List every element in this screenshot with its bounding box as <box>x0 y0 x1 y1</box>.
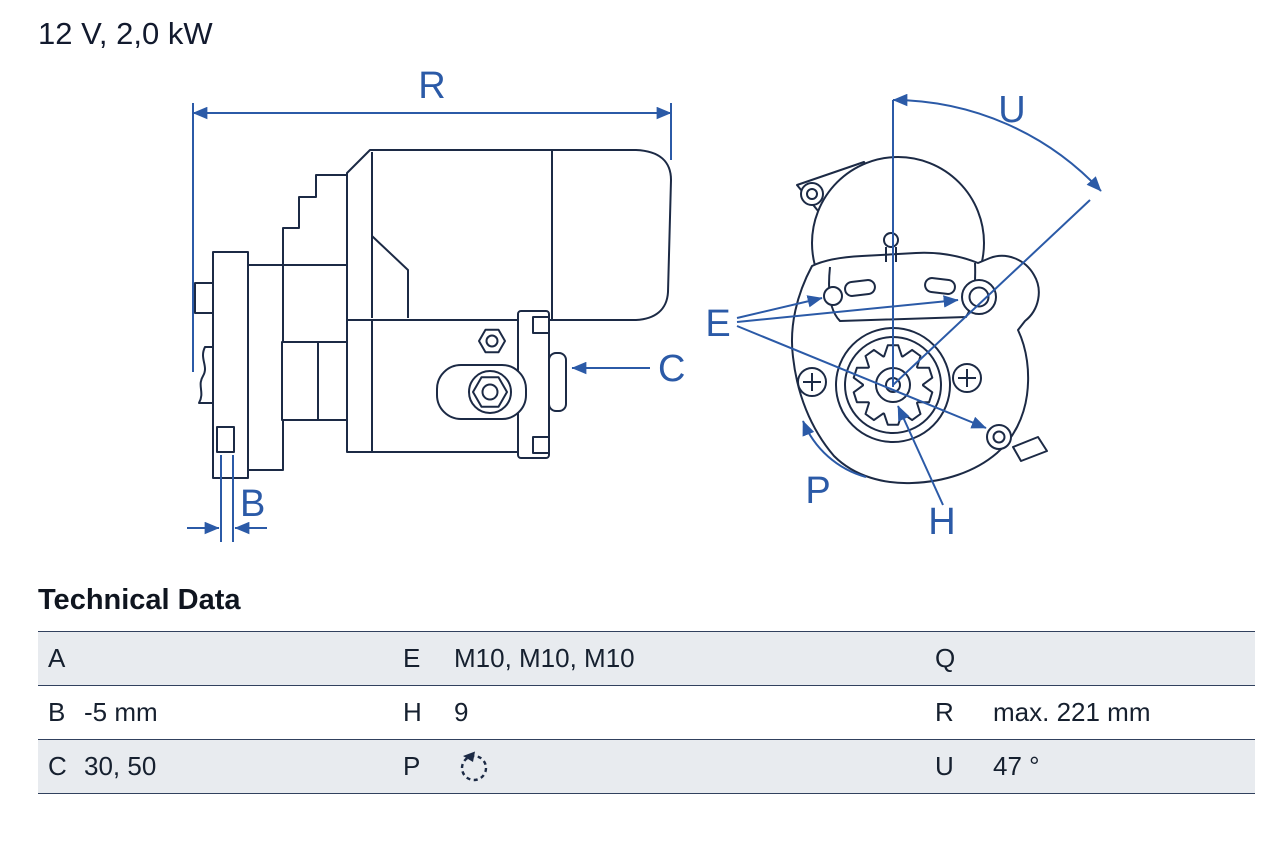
motor-side-view <box>194 149 672 479</box>
table-key-c: C <box>48 751 67 781</box>
table-value-u: 47 ° <box>993 751 1040 781</box>
dim-r <box>192 103 672 372</box>
dim-label-r: R <box>418 65 445 107</box>
table-value-a <box>78 632 393 685</box>
table-key-h: H <box>403 697 422 727</box>
table-value-p <box>448 740 925 793</box>
table-value-q <box>987 632 1255 685</box>
table-value-b: -5 mm <box>84 697 158 727</box>
table-value-h: 9 <box>454 697 469 727</box>
technical-drawing: R C B <box>187 65 1102 543</box>
table-key-a: A <box>48 643 66 673</box>
dim-h <box>897 405 944 506</box>
table-key-u: U <box>935 751 954 781</box>
dim-u <box>892 93 1102 387</box>
table-row: B -5 mm H 9 R max. 221 mm <box>38 685 1255 739</box>
table-key-q: Q <box>935 643 956 673</box>
dim-p <box>802 420 867 478</box>
table-key-r: R <box>935 697 954 727</box>
dim-label-b: B <box>240 483 265 525</box>
table-key-e: E <box>403 643 421 673</box>
table-row: A E M10, M10, M10 Q <box>38 631 1255 685</box>
table-row: C 30, 50 P U 47 ° <box>38 739 1255 793</box>
table-key-b: B <box>48 697 66 727</box>
table-value-e: M10, M10, M10 <box>454 643 635 673</box>
table-key-p: P <box>403 751 421 781</box>
page-title: 12 V, 2,0 kW <box>38 16 213 51</box>
table-value-r: max. 221 mm <box>993 697 1151 727</box>
dim-label-h: H <box>928 501 955 543</box>
rotation-ccw-icon <box>460 751 488 781</box>
motor-front-view <box>791 156 1048 485</box>
table-value-c: 30, 50 <box>84 751 157 781</box>
dim-b <box>187 455 267 542</box>
dim-label-e: E <box>705 303 730 345</box>
section-heading: Technical Data <box>38 584 241 616</box>
technical-data-table: A E M10, M10, M10 Q B -5 mm H 9 R max. 2… <box>38 631 1255 794</box>
dim-label-u: U <box>998 89 1025 131</box>
dim-e <box>736 295 987 429</box>
dim-label-p: P <box>805 470 830 512</box>
dim-label-c: C <box>658 348 685 390</box>
